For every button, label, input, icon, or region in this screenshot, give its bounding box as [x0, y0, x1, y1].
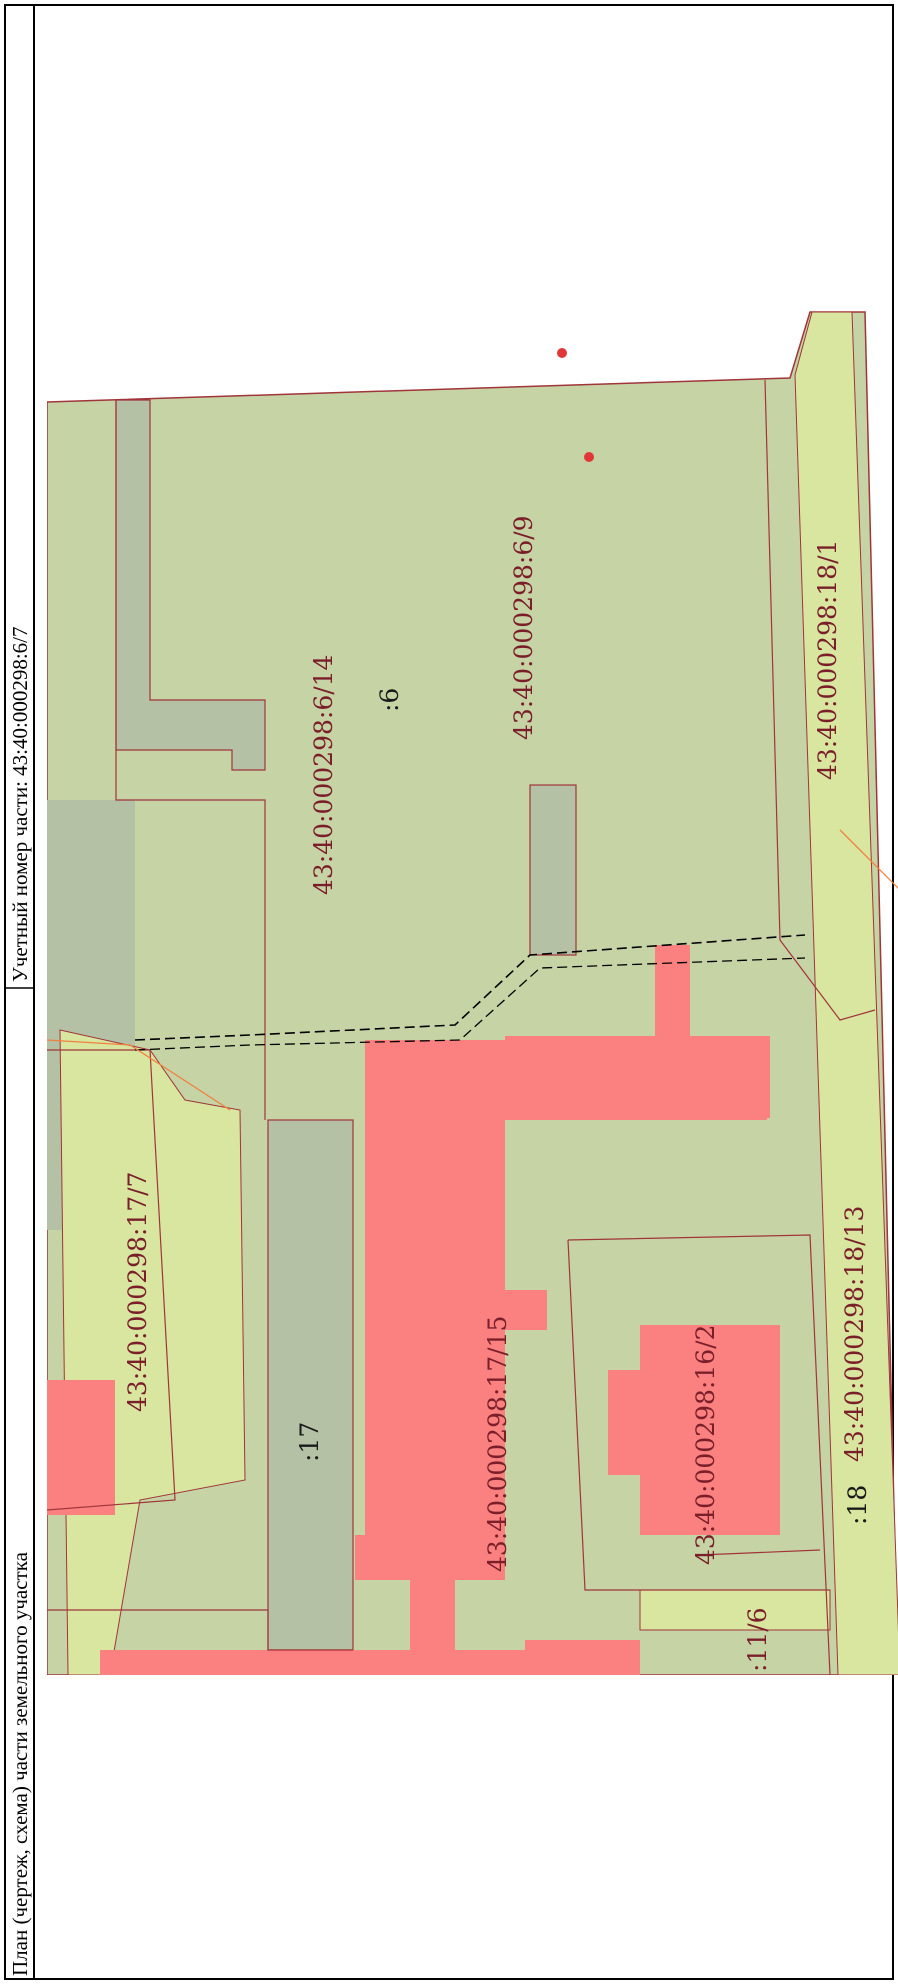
label-parcel-11-6: :11/6: [743, 1607, 772, 1672]
label-parcel-6-9: 43:40:000298:6/9: [509, 515, 538, 740]
zone-strip-right: [794, 311, 898, 1675]
orange-line: [47, 1039, 231, 1111]
label-parcel-16-2: 43:40:000298:16/2: [691, 1325, 720, 1565]
building-left: [47, 1380, 115, 1515]
boundary-line-f: [47, 1609, 353, 1651]
building-large-body: [365, 1040, 505, 1580]
part-boundary-dashed: [134, 934, 806, 1041]
boundary-line-d: [764, 379, 876, 1021]
orange-line-2: [839, 829, 898, 889]
label-parcel-6-14: 43:40:000298:6/14: [309, 655, 338, 895]
label-quarter-6: :6: [375, 688, 404, 712]
survey-point: [584, 452, 594, 462]
label-parcel-18-13: 43:40:000298:18/13: [840, 1206, 869, 1462]
map-canvas: 43:40:000298:6/9 43:40:000298:6/14 :6 43…: [47, 311, 898, 1675]
boundary-line-a: [115, 400, 266, 1120]
survey-point: [557, 348, 567, 358]
label-quarter-17: :17: [295, 1422, 324, 1462]
plan-title: План (чертеж, схема) части земельного уч…: [8, 1551, 32, 1976]
part-number: Учетный номер части: 43:40:000298:6/7: [8, 626, 32, 982]
building-large-wing: [505, 1040, 767, 1120]
boundary-line-c: [567, 1239, 830, 1591]
part-boundary-dashed-2: [134, 957, 806, 1051]
gray-parcel-top-step: [115, 399, 266, 771]
building-tower: [655, 945, 690, 1045]
building-16-2-wing: [608, 1370, 643, 1475]
boundary-line-g: [699, 1549, 821, 1556]
gray-parcel-17: [267, 1119, 354, 1651]
label-parcel-17-7: 43:40:000298:17/7: [123, 1172, 152, 1412]
label-parcel-18-1: 43:40:000298:18/1: [813, 540, 842, 780]
sheet-border: [4, 4, 894, 1980]
label-parcel-17-15: 43:40:000298:17/15: [483, 1316, 512, 1572]
zone-small-block: [639, 1589, 831, 1631]
building-bottom-right: [525, 1640, 640, 1675]
boundary-line-e: [47, 1049, 176, 1511]
boundary-line-b: [567, 1234, 831, 1675]
label-quarter-18: :18: [843, 1485, 872, 1525]
building-16-2: [640, 1325, 780, 1535]
building-annex: [505, 1290, 547, 1330]
gray-parcel-small: [529, 784, 577, 956]
